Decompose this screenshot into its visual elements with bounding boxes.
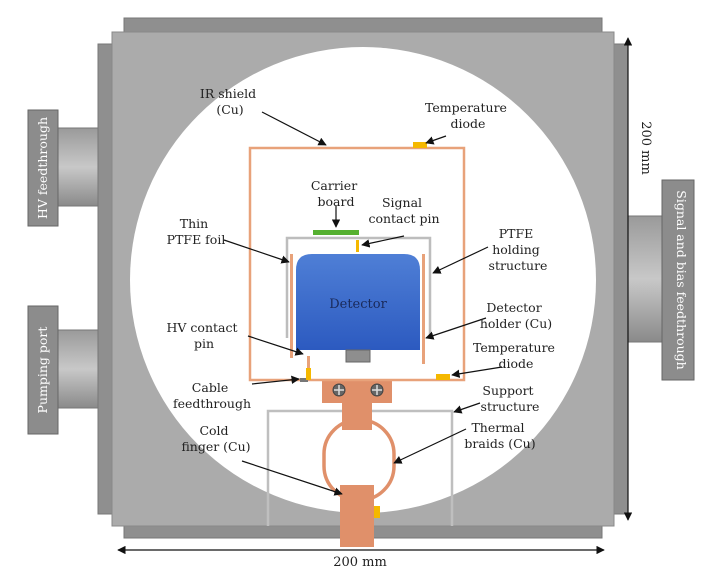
thin-ptfe-foil-left [290, 254, 293, 358]
ptfe-holding-structure [285, 236, 432, 338]
cold-finger [340, 485, 374, 547]
label-ptfe-holding: PTFE holding structure [489, 226, 548, 273]
arrow-thermal-braids [393, 428, 467, 464]
label-support-structure: Support structure [481, 383, 540, 414]
label-hv-pin: HV contact pin [167, 320, 242, 351]
braid-clamp [342, 400, 372, 430]
pumping-port-flange [27, 305, 59, 435]
detector: Detector [296, 254, 420, 363]
carrier-board [313, 230, 359, 235]
screw-left [332, 383, 346, 397]
labels: IR shield (Cu) Temperature diode Carrier… [167, 86, 559, 454]
label-ptfe-foil: Thin PTFE foil [167, 216, 226, 247]
dimension-height: 200 mm [623, 37, 653, 521]
label-ir-shield: IR shield (Cu) [200, 86, 260, 117]
hv-port-flange [27, 109, 59, 227]
ptfe-frame [285, 236, 432, 338]
pumping-port-label: Pumping port [35, 327, 50, 414]
label-thermal-braids: Thermal braids (Cu) [464, 420, 535, 451]
signal-contact-pin [356, 240, 359, 252]
signal-feedthrough-label: Signal and bias feedthrough [674, 190, 689, 369]
hv-feedthrough-label: HV feedthrough [35, 117, 50, 219]
arrow-temp-diode-top [425, 135, 447, 145]
arrow-ir-shield [261, 111, 327, 146]
cable-feedthrough-slot [300, 378, 308, 382]
arrow-ptfe-holding [432, 246, 489, 274]
arrow-cable-feedthrough [251, 375, 300, 385]
detector-crystal [296, 254, 420, 350]
screw-right [370, 383, 384, 397]
arrow-cold-finger [241, 460, 343, 496]
cold-finger-diode [374, 506, 380, 518]
ir-shield [248, 146, 466, 382]
arrow-ptfe-foil [223, 239, 290, 264]
height-dimension-label: 200 mm [638, 121, 653, 175]
annotation-arrows [223, 111, 503, 496]
label-cable-feedthrough: Cable feedthrough [173, 380, 251, 411]
temperature-diode-bottom [436, 374, 450, 380]
detector-label: Detector [329, 297, 387, 312]
detector-holder-right [422, 254, 425, 364]
arrow-hv-pin [247, 335, 304, 356]
label-detector-holder: Detector holder (Cu) [480, 300, 552, 331]
arrow-support-structure [453, 402, 481, 414]
ir-shield-box [248, 146, 466, 382]
arrow-detector-holder [425, 317, 487, 340]
signal-port-flange [661, 179, 695, 381]
label-temp-diode-bottom: Temperature diode [473, 340, 559, 371]
label-cold-finger: Cold finger (Cu) [181, 423, 250, 454]
label-carrier-board: Carrier board [311, 178, 361, 209]
arrow-signal-pin [361, 235, 405, 248]
label-signal-pin: Signal contact pin [368, 195, 439, 226]
dimension-width: 200 mm [117, 545, 605, 570]
hv-contact-rod [307, 356, 310, 378]
detector-contact-block [345, 349, 371, 363]
hv-contact-pin [306, 368, 311, 380]
width-dimension-label: 200 mm [333, 555, 387, 570]
label-temp-diode-top: Temperature diode [425, 100, 511, 131]
temperature-diode-top [413, 142, 427, 148]
arrow-temp-diode-bottom [451, 366, 503, 378]
